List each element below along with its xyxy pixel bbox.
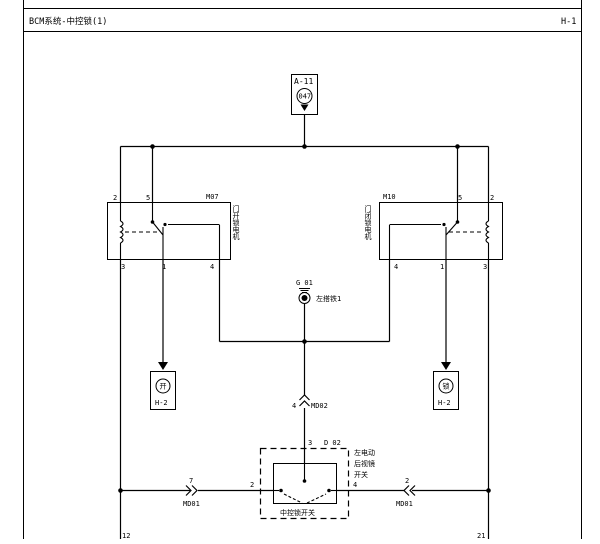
lock-output-icon [438, 378, 454, 394]
junctions [118, 144, 491, 493]
fuse-arrow-icon [300, 104, 309, 111]
left-pin-3: 3 [121, 263, 125, 271]
connector-icon [299, 394, 310, 401]
left-actuator-label: 门开锁电机 [232, 204, 240, 241]
right-output-page: H-2 [438, 399, 451, 407]
left-actuator: M07 2 5 3 1 4 门开锁电机 [107, 193, 240, 271]
left-connector-id: MD01 [183, 500, 200, 508]
ground-point: G 01 左搭铁1 [296, 279, 341, 304]
center-connector-pin: 4 [292, 402, 296, 410]
right-output-ref: 锁 H-2 [433, 362, 459, 410]
center-connector-id: MD02 [311, 402, 328, 410]
switch-pin-3: 3 [308, 439, 312, 447]
right-actuator-id: M10 [383, 193, 396, 201]
coil-icon [119, 220, 124, 244]
right-connector-id: MD01 [396, 500, 413, 508]
left-pin-4: 4 [210, 263, 214, 271]
switch-pin-2: 2 [250, 481, 254, 489]
left-pin-1: 1 [162, 263, 166, 271]
page-title: BCM系统-中控锁(1) [29, 16, 107, 27]
left-pin-5: 5 [146, 194, 150, 202]
switch-id: D 02 [324, 439, 341, 447]
switch-desc-1: 左电动 [354, 448, 375, 457]
right-pin-2: 2 [490, 194, 494, 202]
switch-desc-2: 后视镜 [354, 459, 375, 468]
switch-pin-4: 4 [353, 481, 357, 489]
right-pin-4: 4 [394, 263, 398, 271]
central-lock-switch: 3 D 02 左电动 后视镜 开关 中控锁开关 2 4 [250, 439, 375, 520]
left-output-symbol: 开 [160, 383, 167, 391]
center-connector: 4 MD02 [292, 394, 328, 410]
left-actuator-id: M07 [206, 193, 219, 201]
left-connector: 7 MD01 [183, 477, 200, 508]
left-continuation: 12 [122, 532, 130, 539]
right-pin-5: 5 [458, 194, 462, 202]
switch-name: 中控锁开关 [280, 508, 315, 517]
switch-desc-3: 开关 [354, 470, 368, 479]
ground-icon [298, 292, 311, 304]
right-pin-3: 3 [483, 263, 487, 271]
right-connector-pin: 2 [405, 477, 409, 485]
right-actuator-label: 门闭锁电机 [364, 204, 372, 241]
connector-icon [185, 485, 192, 496]
unlock-output-icon [155, 378, 171, 394]
ground-id: G 01 [296, 279, 313, 287]
right-connector: 2 MD01 [396, 477, 416, 508]
left-pin-2: 2 [113, 194, 117, 202]
left-connector-pin: 7 [189, 477, 193, 485]
fuse-label: 047 [299, 93, 312, 101]
left-output-ref: 开 H-2 [150, 362, 176, 410]
power-source: A-11 047 [291, 74, 318, 115]
right-output-symbol: 锁 [443, 382, 450, 391]
page-frame [23, 0, 582, 539]
right-continuation: 21 [477, 532, 485, 539]
right-pin-1: 1 [440, 263, 444, 271]
fuse-icon [296, 88, 313, 104]
page-ref: H-1 [561, 17, 576, 27]
connector-icon [403, 485, 410, 496]
ground-label: 左搭铁1 [316, 294, 341, 303]
power-connector-label: A-11 [294, 77, 313, 86]
coil-icon [485, 220, 490, 244]
right-actuator: M10 5 2 4 1 3 门闭锁电机 [364, 193, 503, 271]
left-output-page: H-2 [155, 399, 168, 407]
